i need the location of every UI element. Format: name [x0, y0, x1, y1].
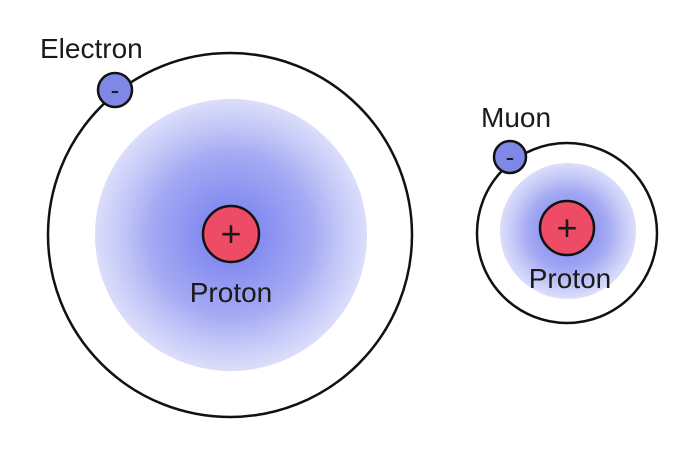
muon-orbit	[475, 141, 659, 325]
proton-label-left: Proton	[190, 277, 273, 308]
muon-label: Muon	[481, 102, 551, 133]
muon: -	[492, 139, 528, 175]
electron: -	[96, 71, 134, 109]
proton-right: +	[538, 199, 596, 257]
plus-sign: +	[556, 207, 577, 248]
electron-label: Electron	[40, 33, 143, 64]
plus-sign: +	[220, 213, 241, 254]
electron-orbit	[46, 51, 414, 419]
muonic-atom: + Proton - Muon	[475, 102, 659, 325]
proton-left: +	[201, 204, 261, 264]
hydrogen-atom: + Proton - Electron	[40, 33, 414, 419]
proton-label-right: Proton	[529, 263, 612, 294]
minus-sign: -	[111, 75, 120, 105]
minus-sign: -	[506, 142, 515, 172]
